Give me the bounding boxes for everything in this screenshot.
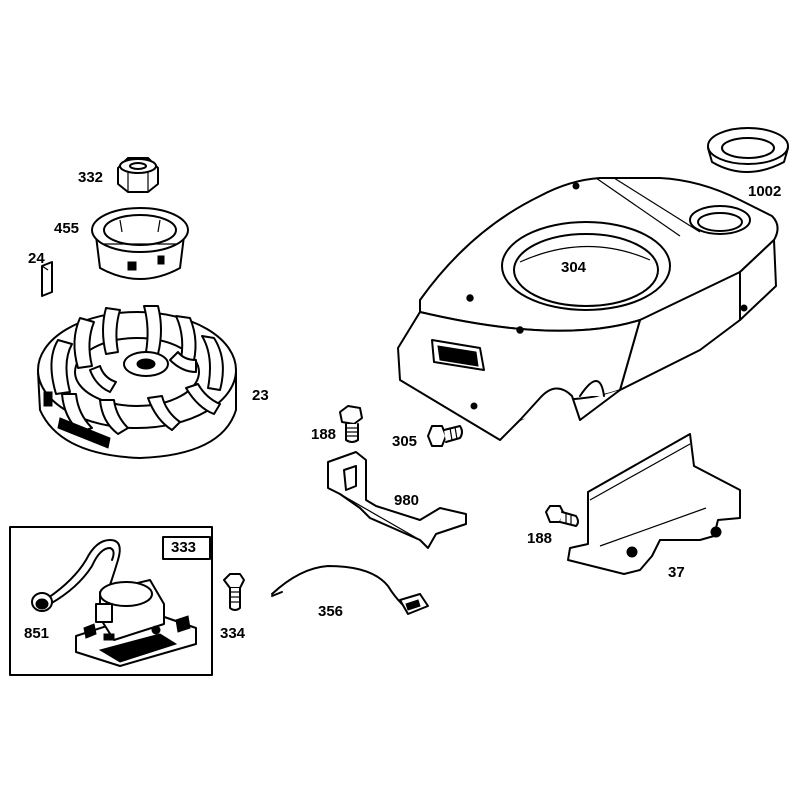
label-23: 23 [252,387,269,404]
flywheel-nut [117,157,159,193]
label-333: 333 [171,539,197,556]
label-332: 332 [78,169,104,186]
ground-wire [271,565,429,615]
screw-305 [427,425,463,447]
screw-188-left [339,405,363,443]
blower-housing [397,177,779,441]
label-188-right: 188 [527,530,553,547]
label-1002: 1002 [748,183,782,200]
grommet [707,127,789,173]
shield [567,433,741,575]
flywheel [37,305,237,459]
screw-188-right [545,505,579,527]
label-851: 851 [24,625,50,642]
label-305: 305 [392,433,418,450]
armature-kit-box [9,526,213,676]
armature-module [75,579,197,667]
label-24: 24 [28,250,45,267]
screw-334 [223,573,245,611]
flywheel-key [41,261,53,297]
label-334: 334 [220,625,246,642]
starter-cup [91,207,189,280]
label-980: 980 [394,492,420,509]
label-455: 455 [54,220,80,237]
label-188-left: 188 [311,426,337,443]
label-37: 37 [668,564,685,581]
bracket [327,451,467,549]
label-356: 356 [318,603,344,620]
label-304: 304 [561,259,587,276]
spark-plug-wire [31,539,121,612]
